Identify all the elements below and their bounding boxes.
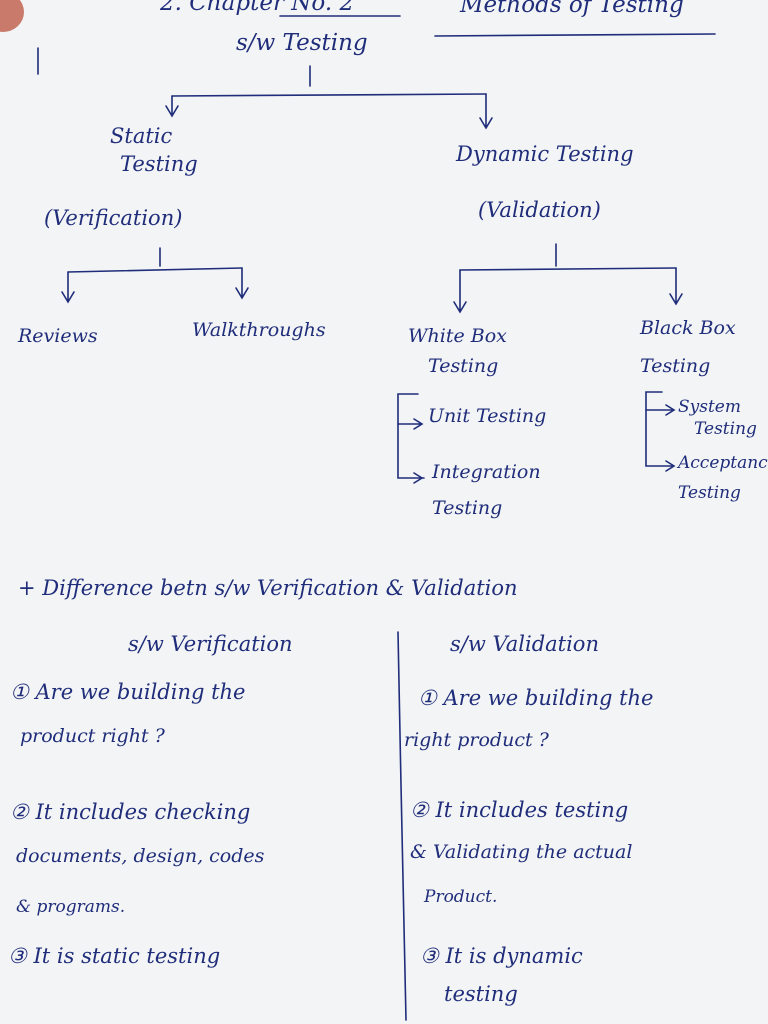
- root-arrow-left: [165, 95, 179, 118]
- root-arrow-right: [479, 93, 493, 130]
- verification-arrow-right: [235, 267, 249, 300]
- validation-label: (Validation): [478, 198, 601, 222]
- static-label-2: Testing: [120, 152, 198, 176]
- validation-point-3: ③ It is dynamic: [420, 944, 583, 968]
- whitebox-arrow-integration: [413, 472, 424, 484]
- static-label-1: Static: [110, 124, 173, 148]
- validation-point-1: ① Are we building the: [418, 686, 654, 710]
- system-testing-node: System: [678, 397, 741, 417]
- difference-heading: + Difference betn s/w Verification & Val…: [18, 576, 518, 600]
- blackbox-arrow-system: [645, 404, 676, 416]
- dynamic-label: Dynamic Testing: [456, 142, 634, 166]
- root-node: s/w Testing: [236, 30, 368, 56]
- validation-point-2-cont-2: Product.: [424, 887, 498, 907]
- table-divider: [397, 631, 407, 1021]
- whitebox-label-1: White Box: [408, 325, 507, 347]
- validation-arrow-left: [453, 269, 467, 314]
- title-underline: [434, 33, 716, 37]
- whitebox-bracket: [397, 393, 425, 479]
- unit-testing-node: Unit Testing: [428, 405, 547, 427]
- acceptance-node-2: Testing: [678, 483, 741, 503]
- walkthroughs-node: Walkthroughs: [192, 319, 326, 341]
- blackbox-label-2: Testing: [640, 355, 711, 377]
- verification-label: (Verification): [44, 206, 183, 230]
- validation-point-1-cont: right product ?: [404, 729, 549, 751]
- acceptance-node: Acceptance: [678, 453, 768, 473]
- validation-point-3-cont: testing: [444, 982, 518, 1006]
- verification-branch: [67, 267, 243, 273]
- page-title: Methods of Testing: [460, 0, 684, 18]
- verification-point-2-cont-2: & programs.: [16, 897, 126, 917]
- verification-point-2: ② It includes checking: [10, 800, 251, 824]
- verification-point-1: ① Are we building the: [10, 680, 246, 704]
- blackbox-label-1: Black Box: [640, 317, 736, 339]
- whitebox-arrow-unit: [397, 418, 424, 430]
- whitebox-label-2: Testing: [428, 355, 499, 377]
- reviews-node: Reviews: [18, 325, 98, 347]
- validation-column-title: s/w Validation: [450, 632, 599, 656]
- validation-point-2: ② It includes testing: [410, 798, 629, 822]
- blackbox-arrow-acceptance: [665, 460, 676, 472]
- integration-node-2: Testing: [432, 497, 503, 519]
- verification-column-title: s/w Verification: [128, 632, 293, 656]
- blackbox-bracket: [645, 391, 673, 467]
- verification-point-3: ③ It is static testing: [8, 944, 221, 968]
- verification-point-2-cont: documents, design, codes: [16, 845, 265, 867]
- system-testing-node-2: Testing: [694, 419, 757, 439]
- validation-branch: [459, 267, 677, 271]
- verification-arrow-left: [61, 271, 75, 304]
- validation-arrow-right: [669, 267, 683, 306]
- verification-point-1-cont: product right ?: [20, 725, 165, 747]
- validation-point-2-cont: & Validating the actual: [410, 841, 633, 863]
- integration-node: Integration: [432, 461, 541, 483]
- chapter-heading: 2. Chapter No. 2: [160, 0, 355, 16]
- root-branch: [171, 93, 487, 97]
